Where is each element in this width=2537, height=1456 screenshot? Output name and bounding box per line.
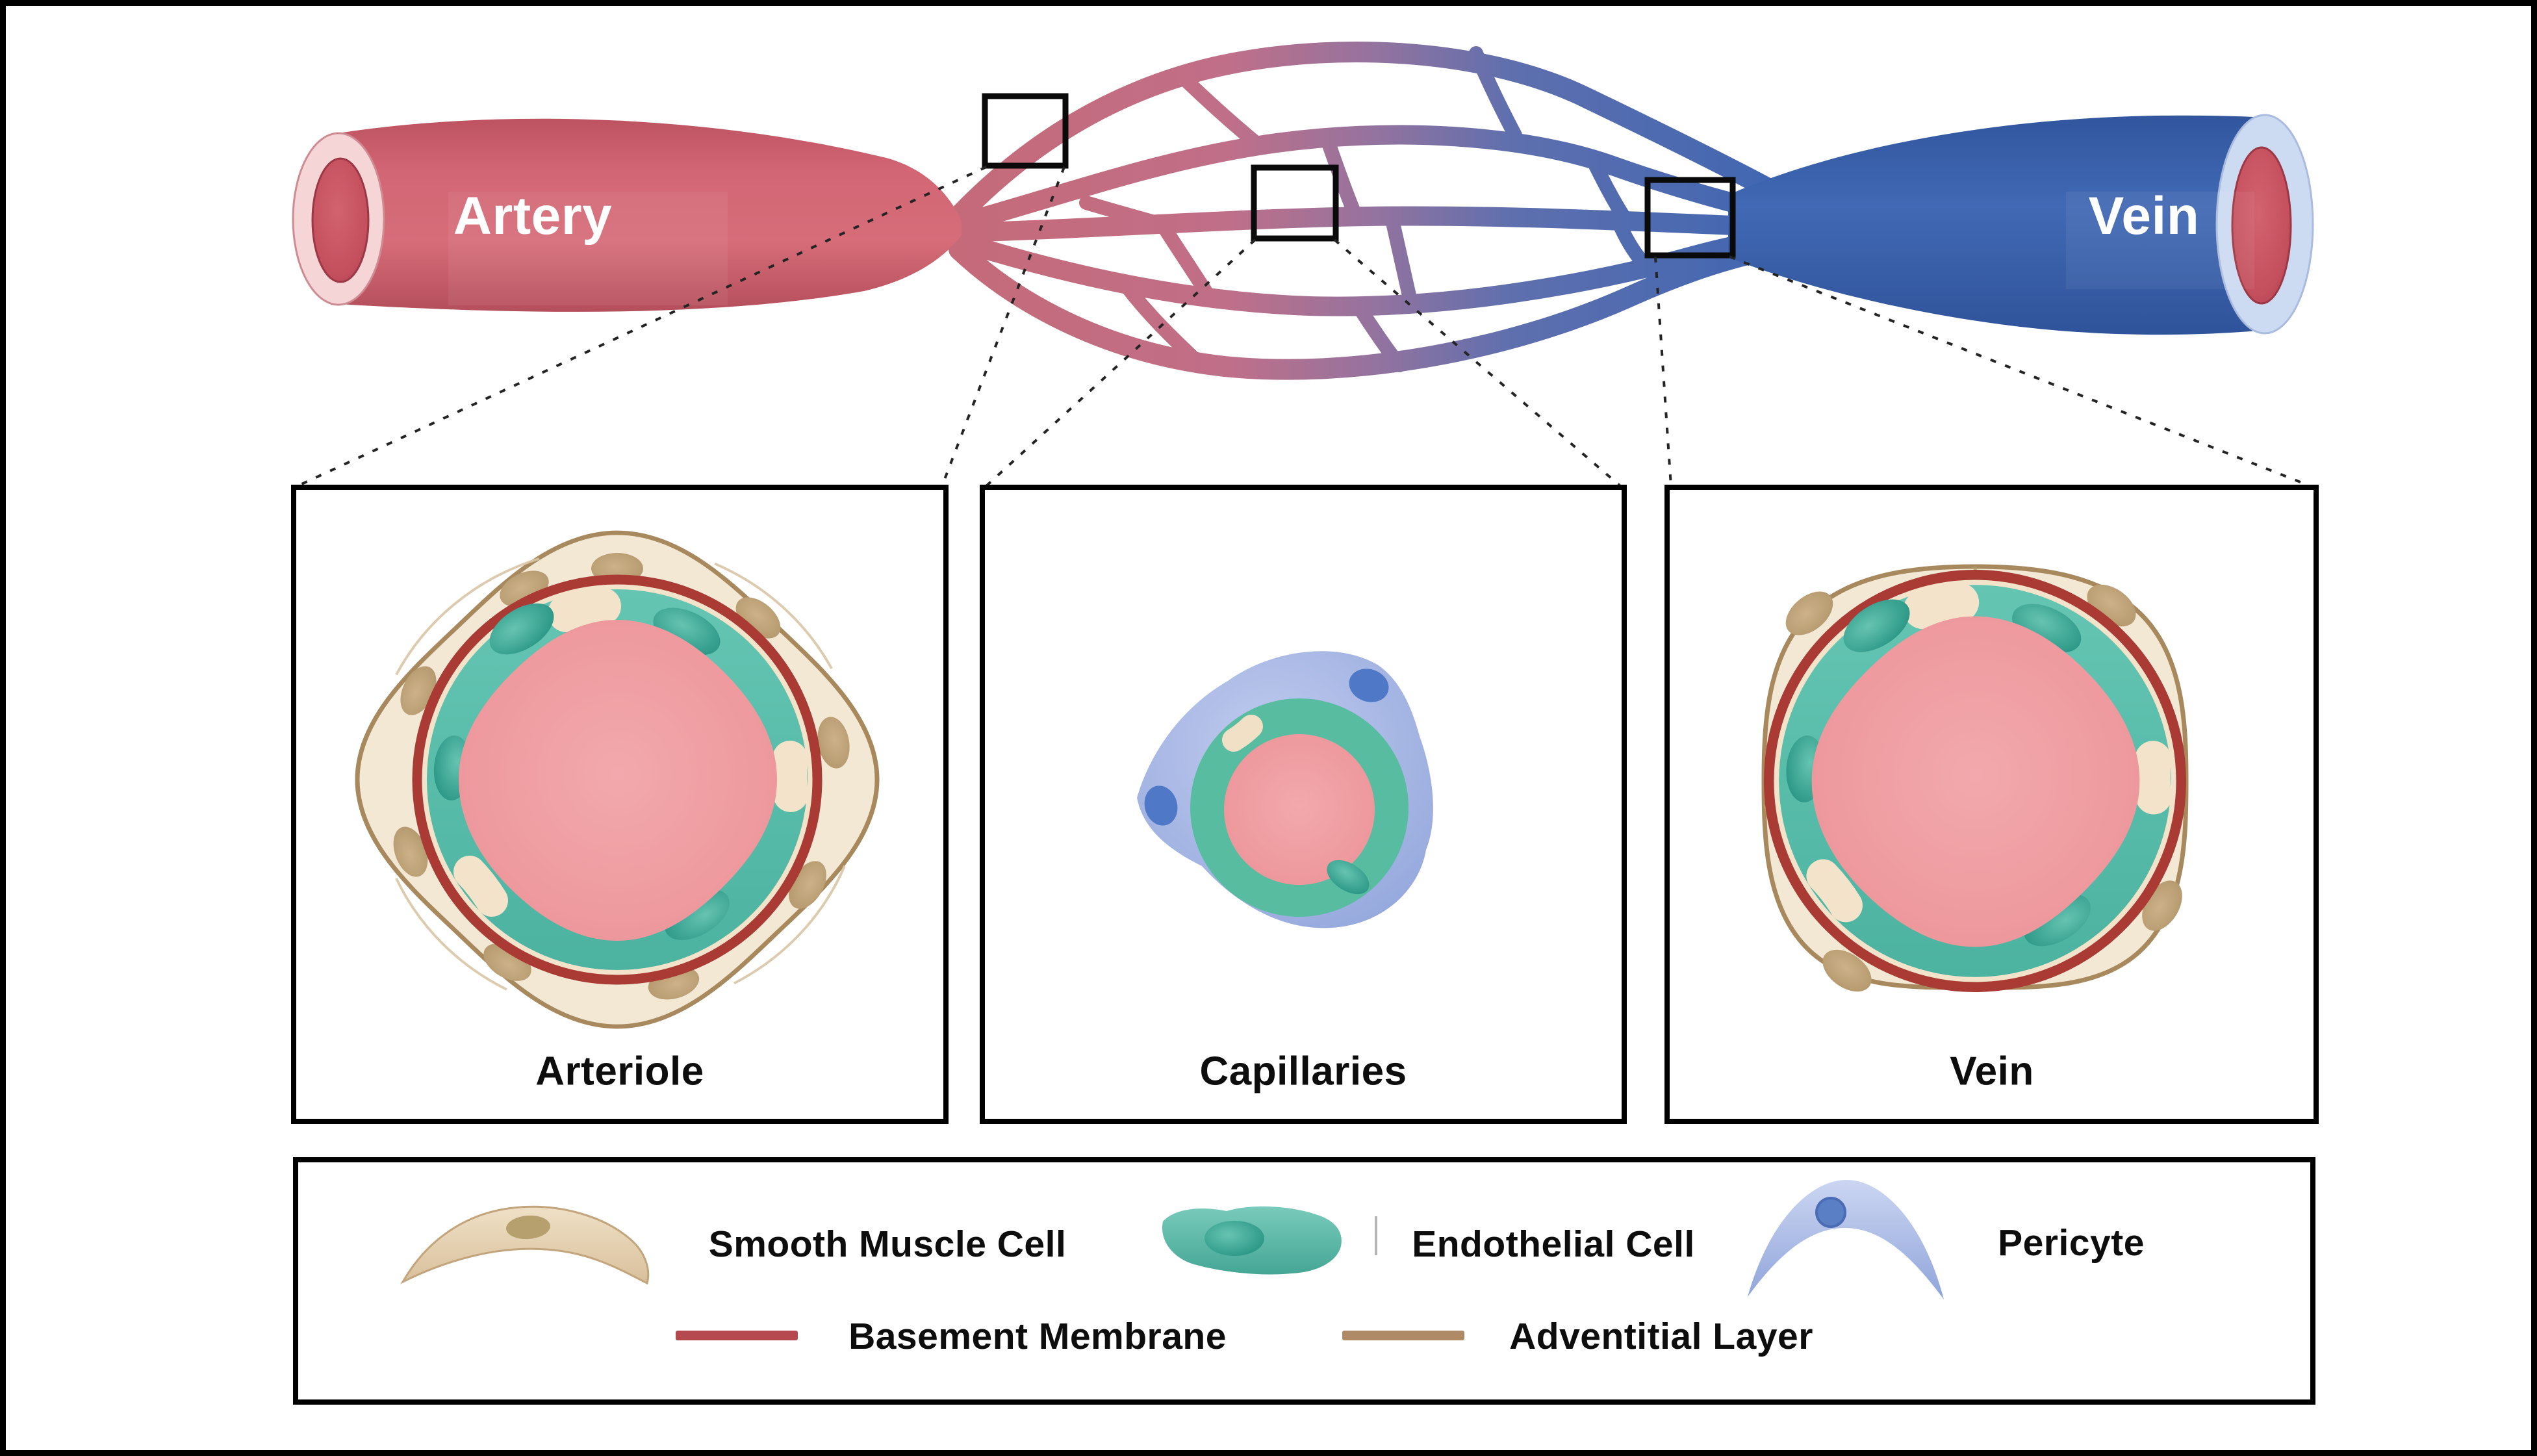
zoom-box-vein	[1644, 177, 1736, 259]
cell-nucleus	[506, 1215, 550, 1240]
cell-nucleus	[1815, 1197, 1846, 1228]
adventitial-layer-line	[1342, 1331, 1464, 1340]
pericyte-label: Pericyte	[1998, 1222, 2145, 1264]
basement-membrane-label: Basement Membrane	[848, 1316, 1227, 1357]
smooth-muscle-cell-icon	[400, 1205, 650, 1285]
vein-panel-label: Vein	[1950, 1049, 2034, 1094]
artery-opening-blood	[311, 157, 370, 283]
capillaries-panel-label: Capillaries	[1199, 1049, 1407, 1094]
artery-label: Artery	[453, 186, 613, 246]
capillary-cross-section	[1137, 651, 1433, 928]
legend	[293, 1157, 2315, 1405]
vein-label: Vein	[2088, 186, 2200, 246]
cell-nucleus	[1205, 1221, 1264, 1256]
arteriole-cross-section	[355, 530, 880, 1029]
vessel-diagram	[292, 42, 2314, 487]
vein-vessel	[1728, 114, 2314, 335]
zoom-box-capillary	[1251, 164, 1339, 242]
capillary-lumen	[1224, 734, 1375, 885]
pericyte-icon	[1748, 1179, 1944, 1299]
adventitial-layer-label: Adventitial Layer	[1509, 1316, 1813, 1357]
endothelial-cell-icon	[1162, 1206, 1342, 1275]
capillary-endothelial-nucleus	[1327, 860, 1370, 895]
vein-cross-section	[1764, 567, 2191, 1000]
endothelial-cell-label: Endothelial Cell	[1412, 1223, 1695, 1265]
basement-membrane-line	[676, 1331, 798, 1340]
smooth-muscle-cell-label: Smooth Muscle Cell	[708, 1223, 1067, 1265]
artery-vessel	[292, 118, 962, 312]
zoom-connector-lines	[297, 166, 2311, 487]
arteriole-panel-label: Arteriole	[535, 1049, 704, 1094]
vein-opening-blood	[2231, 146, 2292, 305]
legend-box	[293, 1157, 2315, 1405]
pericyte-nuclei	[1144, 669, 1389, 826]
zoom-box-arteriole	[982, 93, 1069, 169]
capillary-network	[949, 42, 1805, 380]
